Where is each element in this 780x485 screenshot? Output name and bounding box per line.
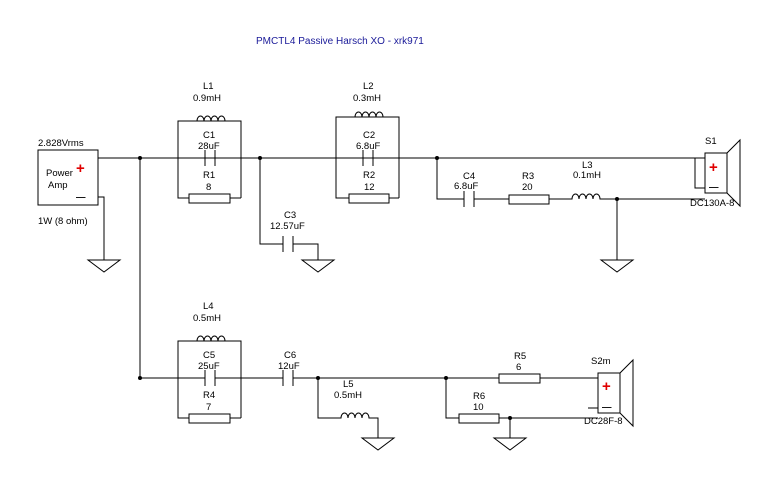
capacitor-c5 xyxy=(204,370,216,386)
wire-source-ground xyxy=(98,196,105,260)
s2m-minus-terminal: — xyxy=(602,402,612,413)
zobel-c4-r3-l3: C4 6.8uF R3 20 L3 0.1mH xyxy=(436,158,705,273)
power-amp-label-1: Power xyxy=(46,168,73,179)
shunt-r6: R6 10 xyxy=(445,378,598,451)
ground-symbol-source xyxy=(86,259,122,273)
l3-value: 0.1mH xyxy=(573,170,601,181)
series-c6: C6 12uF xyxy=(241,350,499,386)
capacitor-c3 xyxy=(282,236,294,252)
ground-symbol-s1 xyxy=(599,259,635,273)
r6-value: 10 xyxy=(473,402,484,413)
s1-name: S1 xyxy=(705,136,717,147)
ground-symbol-c3 xyxy=(300,259,336,273)
parallel-block-l2-c2-r2: L2 0.3mH C2 6.8uF R2 12 xyxy=(335,81,400,204)
junction-dot xyxy=(138,376,142,380)
source-voltage-label: 2.828Vrms xyxy=(38,138,84,149)
capacitor-c4 xyxy=(463,191,475,207)
source-plus-terminal: + xyxy=(76,160,85,177)
schematic-title: PMCTL4 Passive Harsch XO - xrk971 xyxy=(256,36,424,47)
parallel-block-l4-c5-r4: L4 0.5mH C5 25uF R4 7 xyxy=(177,301,242,424)
speaker-s1: + — S1 DC130A-8 xyxy=(690,136,741,209)
inductor-l5 xyxy=(317,378,379,438)
r2-value: 12 xyxy=(364,182,375,193)
source-minus-terminal: — xyxy=(76,192,86,203)
resistor-r5 xyxy=(498,373,541,384)
inductor-l1 xyxy=(178,115,241,122)
l1-value: 0.9mH xyxy=(193,93,221,104)
c6-value: 12uF xyxy=(278,361,300,372)
shunt-l5: L5 0.5mH xyxy=(317,378,396,451)
l1-name: L1 xyxy=(203,81,214,92)
capacitor-c6 xyxy=(282,370,294,386)
c4-value: 6.8uF xyxy=(454,181,478,192)
s2m-plus-terminal: + xyxy=(602,378,611,395)
c3-value: 12.57uF xyxy=(270,221,305,232)
l5-value: 0.5mH xyxy=(334,390,362,401)
c2-value: 6.8uF xyxy=(356,141,380,152)
c1-name: C1 xyxy=(203,130,215,141)
resistor-r4 xyxy=(188,413,231,424)
power-amp-box xyxy=(37,149,99,206)
parallel-block-l1-c1-r1: L1 0.9mH C1 28uF R1 8 xyxy=(177,81,242,204)
source-power-label: 1W (8 ohm) xyxy=(38,216,88,227)
resistor-r2 xyxy=(348,193,390,204)
r3-name: R3 xyxy=(522,171,534,182)
s1-plus-terminal: + xyxy=(709,159,718,176)
inductor-l4 xyxy=(178,335,241,342)
speaker-s2m: + — S2m DC28F-8 xyxy=(584,356,634,428)
r1-value: 8 xyxy=(206,182,211,193)
l3-name: L3 xyxy=(582,160,593,171)
r4-name: R4 xyxy=(203,390,215,401)
speaker-s2m-cone xyxy=(619,358,634,428)
power-amp-label-2: Amp xyxy=(48,180,68,191)
series-r5: R5 6 xyxy=(498,351,598,384)
r3-value: 20 xyxy=(522,182,533,193)
c3-name: C3 xyxy=(284,210,296,221)
l4-name: L4 xyxy=(203,301,214,312)
c4-name: C4 xyxy=(463,171,475,182)
speaker-s2m-magnet xyxy=(597,372,621,414)
l4-value: 0.5mH xyxy=(193,313,221,324)
ground-symbol-s2 xyxy=(492,437,528,451)
c1-value: 28uF xyxy=(198,141,220,152)
ground-symbol-l5 xyxy=(360,437,396,451)
l5-name: L5 xyxy=(343,379,354,390)
s2m-model: DC28F-8 xyxy=(584,416,623,427)
speaker-s1-magnet xyxy=(704,152,728,194)
r5-name: R5 xyxy=(514,351,526,362)
c5-value: 25uF xyxy=(198,361,220,372)
l2-value: 0.3mH xyxy=(353,93,381,104)
speaker-s1-cone xyxy=(726,138,741,208)
r6-name: R6 xyxy=(473,391,485,402)
s2m-name: S2m xyxy=(591,356,611,367)
resistor-r1 xyxy=(188,193,231,204)
s1-model: DC130A-8 xyxy=(690,198,734,209)
c2-name: C2 xyxy=(363,130,375,141)
s1-minus-terminal: — xyxy=(709,182,719,193)
shunt-c3: C3 12.57uF xyxy=(259,158,336,273)
l2-name: L2 xyxy=(363,81,374,92)
inductor-l3 xyxy=(549,193,705,200)
c5-name: C5 xyxy=(203,350,215,361)
resistor-r6 xyxy=(458,413,500,424)
resistor-r3 xyxy=(508,194,550,205)
r4-value: 7 xyxy=(206,402,211,413)
wire-tweeter-branch xyxy=(139,158,178,379)
r5-value: 6 xyxy=(516,362,521,373)
inductor-l2 xyxy=(336,111,399,118)
capacitor-c1 xyxy=(204,150,216,166)
c6-name: C6 xyxy=(284,350,296,361)
r1-name: R1 xyxy=(203,170,215,181)
capacitor-c2 xyxy=(362,150,374,166)
power-amp-source: 2.828Vrms Power Amp + — 1W (8 ohm) xyxy=(37,138,99,227)
r2-name: R2 xyxy=(363,170,375,181)
